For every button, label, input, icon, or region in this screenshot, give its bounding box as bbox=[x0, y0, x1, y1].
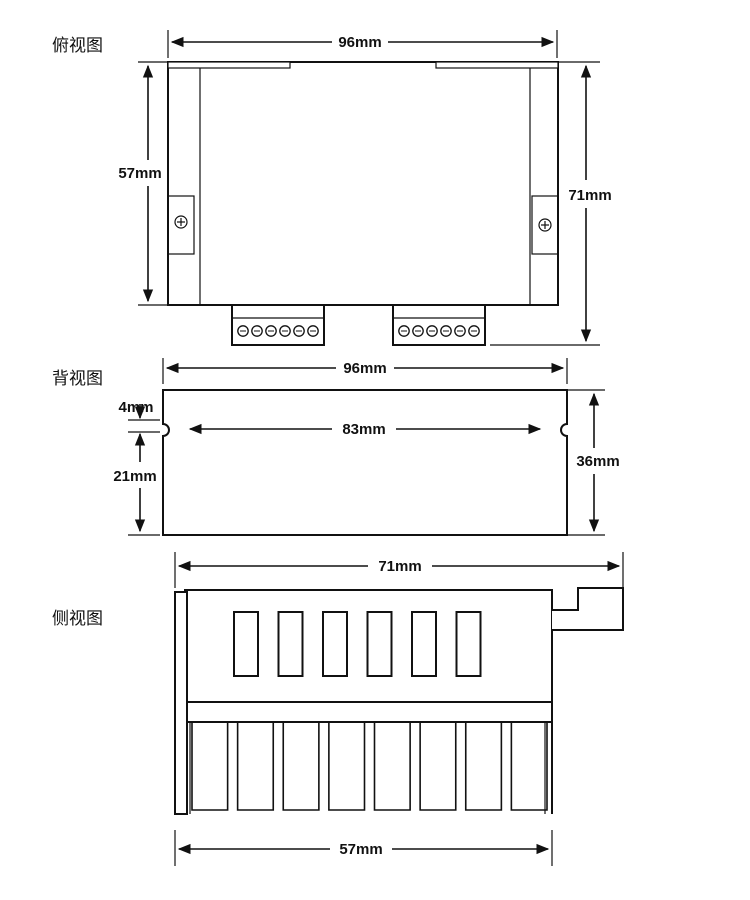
left-terminal-block bbox=[231, 304, 325, 346]
fin-gap bbox=[464, 722, 503, 811]
vent-window bbox=[366, 611, 393, 677]
fin-gap bbox=[419, 722, 457, 811]
fin-gap bbox=[328, 722, 366, 811]
back-view-title: 背视图 bbox=[52, 369, 103, 389]
heatsink-outer-fin bbox=[174, 591, 188, 815]
side-view-title: 侧视图 bbox=[52, 609, 103, 629]
top-inner-height-dimension: 57mm bbox=[118, 61, 168, 306]
back-lower-height-dimension: 21mm bbox=[113, 446, 160, 536]
side-bottom-width-dimension: 57mm bbox=[174, 830, 553, 866]
back-slot-offset-dimension: 4mm bbox=[118, 399, 160, 446]
side-view: 侧视图 71mm 57mm bbox=[52, 552, 624, 866]
back-slot-spacing-dimension: 83mm bbox=[188, 421, 542, 438]
vent-window bbox=[277, 611, 304, 677]
fin-gap bbox=[373, 722, 411, 811]
top-view-title: 俯视图 bbox=[52, 36, 103, 56]
top-width-label: 96mm bbox=[338, 34, 381, 51]
fin-gap bbox=[191, 722, 229, 811]
fin-gap bbox=[510, 722, 548, 811]
side-windows bbox=[233, 611, 482, 677]
side-connector bbox=[552, 587, 624, 631]
top-width-dimension: 96mm bbox=[167, 30, 558, 58]
side-top-width-label: 71mm bbox=[378, 558, 421, 575]
top-view: 俯视图 96mm bbox=[52, 30, 612, 346]
back-height-dimension: 36mm bbox=[567, 389, 620, 536]
back-width-label: 96mm bbox=[343, 360, 386, 377]
left-mounting-tab bbox=[167, 195, 195, 255]
top-housing bbox=[167, 61, 559, 306]
side-bottom-width-label: 57mm bbox=[339, 841, 382, 858]
back-height-label: 36mm bbox=[576, 453, 619, 470]
heatsink-fins bbox=[191, 722, 553, 814]
right-terminal-screws bbox=[398, 325, 480, 337]
fin-gap bbox=[236, 722, 275, 811]
vent-window bbox=[411, 611, 437, 677]
back-slot-spacing-label: 83mm bbox=[342, 421, 385, 438]
vent-window bbox=[322, 611, 348, 677]
back-width-dimension: 96mm bbox=[162, 358, 568, 384]
vent-window bbox=[455, 611, 482, 677]
vent-window bbox=[233, 611, 259, 677]
top-outer-height-dimension: 71mm bbox=[490, 61, 612, 346]
right-terminal-block bbox=[392, 304, 486, 346]
back-slot-offset-label: 4mm bbox=[118, 399, 153, 416]
left-terminal-screws bbox=[237, 325, 319, 337]
back-lower-height-label: 21mm bbox=[113, 468, 156, 485]
right-mounting-tab bbox=[531, 195, 559, 255]
side-top-width-dimension: 71mm bbox=[174, 552, 624, 588]
back-housing bbox=[162, 389, 568, 536]
top-outer-height-label: 71mm bbox=[568, 187, 611, 204]
back-view: 背视图 96mm 83mm 4mm bbox=[52, 358, 620, 536]
top-inner-height-label: 57mm bbox=[118, 165, 161, 182]
fin-gap bbox=[282, 722, 320, 811]
